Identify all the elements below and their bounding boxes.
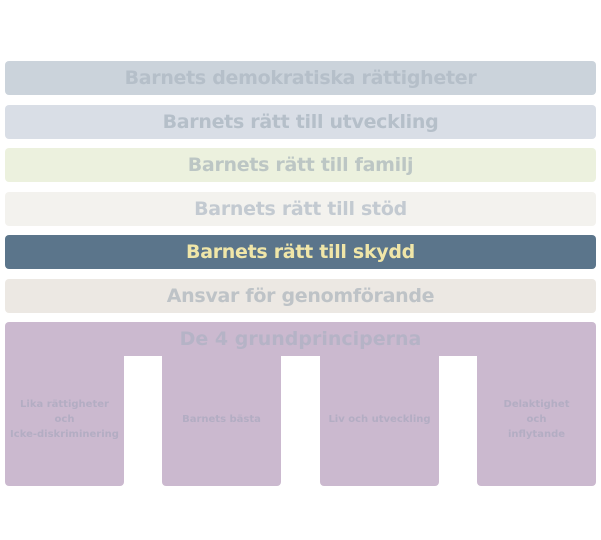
principles-title: De 4 grundprinciperna: [5, 322, 596, 356]
bar-right-to-support: Barnets rätt till stöd: [5, 192, 596, 226]
principles-block: De 4 grundprinciperna Lika rättigheter o…: [5, 322, 596, 486]
pillar-text: och: [526, 413, 547, 425]
pillar-text: Lika rättigheter: [20, 398, 109, 410]
pillar-equal-rights: Lika rättigheter och Icke-diskriminering: [5, 352, 124, 486]
bar-right-to-family: Barnets rätt till familj: [5, 148, 596, 182]
pillar-text: Icke-diskriminering: [10, 428, 119, 440]
pillar-participation: Delaktighet och inflytande: [477, 352, 596, 486]
pillar-text: Barnets bästa: [182, 413, 261, 425]
bar-democratic-rights: Barnets demokratiska rättigheter: [5, 61, 596, 95]
pillar-text: och: [54, 413, 75, 425]
bar-implementation-responsibility: Ansvar för genomförande: [5, 279, 596, 313]
pillar-text: Liv och utveckling: [328, 413, 431, 425]
pillar-text: Delaktighet: [503, 398, 570, 410]
bar-right-to-development: Barnets rätt till utveckling: [5, 105, 596, 139]
pillar-best-interest: Barnets bästa: [162, 352, 281, 486]
bar-right-to-protection: Barnets rätt till skydd: [5, 235, 596, 269]
pillar-text: inflytande: [507, 428, 566, 440]
pillar-life-development: Liv och utveckling: [320, 352, 439, 486]
